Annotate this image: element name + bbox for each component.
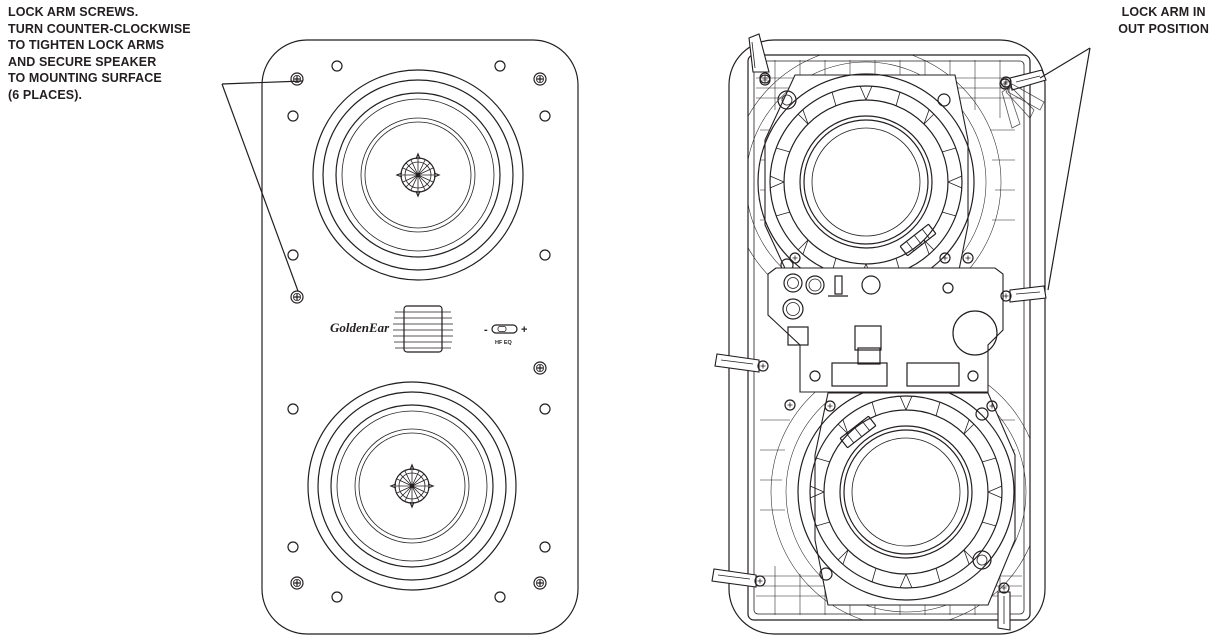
- screw-leader-lines: [221, 80, 304, 292]
- lower-woofer: [307, 381, 517, 591]
- eq-plus-label: +: [521, 324, 527, 336]
- mounting-holes: [287, 60, 551, 603]
- lock-arm-leader-lines: [1039, 47, 1091, 291]
- rear-view: [711, 33, 1047, 635]
- upper-rear-driver: [757, 73, 975, 291]
- front-baffle: [261, 39, 579, 635]
- brand-logo: GoldenEar: [330, 320, 390, 335]
- lower-rear-driver: [797, 383, 1016, 606]
- front-view: GoldenEar - + HF EQ: [261, 39, 579, 635]
- lock-arm-screw-icons: [290, 72, 547, 590]
- lock-arms: [711, 33, 1047, 631]
- port-grille: [393, 305, 453, 353]
- lock-arm-out-callout: LOCK ARM IN OUT POSITION: [1118, 5, 1209, 36]
- eq-minus-label: -: [484, 324, 488, 336]
- eq-label: HF EQ: [495, 340, 513, 346]
- rear-frame: [728, 39, 1046, 635]
- upper-tweeter-icon: [395, 152, 441, 198]
- upper-woofer: [312, 69, 524, 281]
- lock-arm-screws-callout: LOCK ARM SCREWS. TURN COUNTER-CLOCKWISE …: [8, 5, 191, 102]
- lower-tweeter-icon: [389, 463, 435, 509]
- hf-eq-switch[interactable]: - + HF EQ: [484, 324, 527, 346]
- crossover-plate: [767, 267, 1004, 393]
